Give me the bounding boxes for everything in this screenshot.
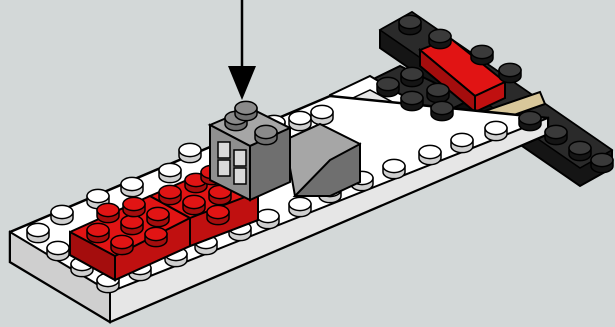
white-stud (418, 144, 442, 166)
gray-stud (234, 100, 258, 122)
white-stud (382, 158, 406, 180)
red-stud (110, 234, 134, 256)
black-stud (428, 28, 452, 50)
gray-slope (283, 122, 362, 197)
black-stud (518, 110, 542, 132)
red-stud (146, 206, 170, 228)
red-stud (206, 204, 230, 226)
black-stud (430, 100, 454, 122)
red-stud (144, 226, 168, 248)
gray-stud (254, 124, 278, 146)
white-stud (288, 110, 312, 132)
red-stud (96, 202, 120, 224)
black-stud (568, 140, 592, 162)
black-stud (498, 62, 522, 84)
black-stud (590, 152, 614, 174)
arrow-down-icon (228, 0, 256, 100)
white-stud (310, 104, 334, 126)
red-stud (120, 214, 144, 236)
black-stud-group (376, 14, 614, 174)
gray-stud-group (224, 100, 278, 146)
white-stud (450, 132, 474, 154)
black-stud (470, 44, 494, 66)
black-stud (426, 82, 450, 104)
white-stud (288, 196, 312, 218)
black-stud (400, 90, 424, 112)
white-stud (256, 208, 280, 230)
red-stud (86, 222, 110, 244)
white-stud (46, 240, 70, 262)
red-stud (182, 194, 206, 216)
white-stud (120, 176, 144, 198)
white-stud (70, 256, 94, 278)
white-stud (158, 162, 182, 184)
white-stud (26, 222, 50, 244)
white-stud-group (26, 104, 508, 294)
white-stud (50, 204, 74, 226)
red-stud (122, 196, 146, 218)
white-stud (484, 120, 508, 142)
black-stud (376, 76, 400, 98)
red-stud (158, 184, 182, 206)
white-stud (86, 188, 110, 210)
black-stud (400, 66, 424, 88)
gray-brick-new-part (207, 106, 293, 202)
black-stud (398, 14, 422, 36)
white-stud (178, 142, 202, 164)
black-stud (544, 124, 568, 146)
